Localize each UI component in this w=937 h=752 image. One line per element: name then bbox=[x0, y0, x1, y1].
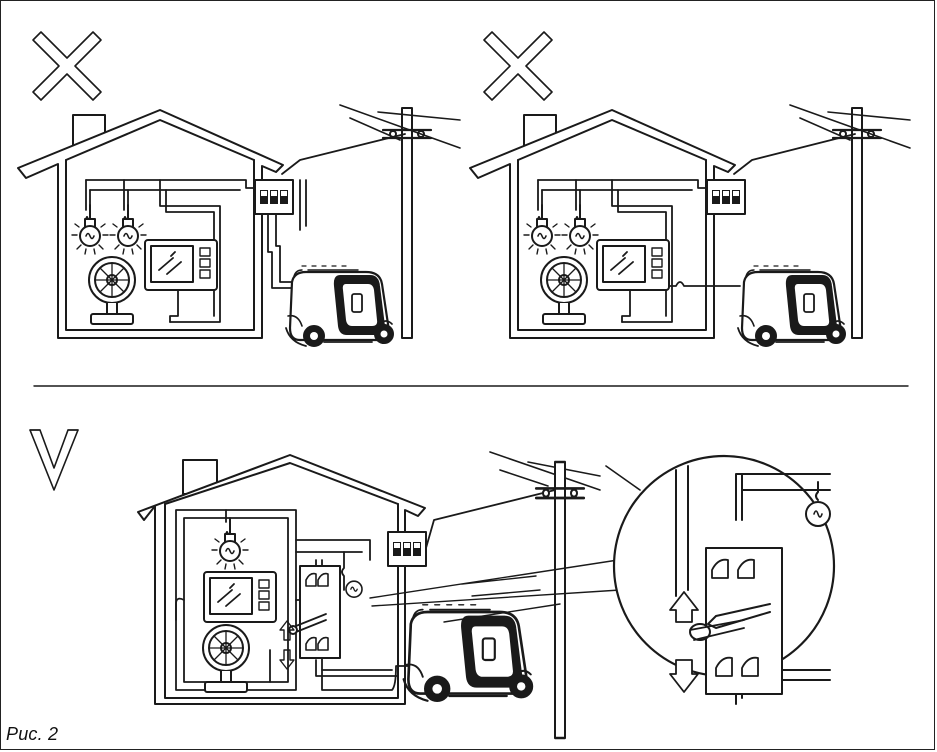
arrow-up-icon bbox=[279, 620, 295, 641]
breaker-panel-icon bbox=[387, 531, 427, 567]
television-icon bbox=[596, 239, 670, 291]
house-outline bbox=[17, 109, 284, 339]
fan-icon bbox=[540, 256, 588, 325]
switch-detail-zoom bbox=[612, 454, 836, 705]
inverter-generator-icon bbox=[736, 264, 847, 348]
arrow-up-icon bbox=[669, 591, 699, 623]
zoom-callout-lines bbox=[369, 559, 621, 623]
check-mark-icon bbox=[29, 429, 79, 491]
panel-incorrect-1 bbox=[17, 31, 461, 348]
generator-feed-line bbox=[267, 179, 307, 289]
utility-pole-icon bbox=[534, 460, 586, 740]
inverter-generator-icon bbox=[284, 264, 395, 348]
utility-pole-icon bbox=[831, 106, 883, 340]
panel-incorrect-2 bbox=[469, 31, 911, 348]
cross-mark-icon bbox=[32, 31, 102, 101]
utility-pole-icon bbox=[381, 106, 433, 340]
panel-correct bbox=[29, 429, 836, 740]
inverter-generator-icon bbox=[402, 603, 534, 703]
transfer-switch-icon bbox=[288, 565, 341, 659]
house-wiring bbox=[85, 179, 256, 323]
arrow-down-icon bbox=[669, 659, 699, 693]
fan-icon bbox=[88, 256, 136, 325]
service-line bbox=[425, 489, 556, 549]
cross-mark-icon bbox=[483, 31, 553, 101]
house-outline bbox=[469, 109, 736, 339]
light-bulb-icon bbox=[345, 580, 363, 599]
service-line bbox=[281, 133, 406, 175]
arrow-down-icon bbox=[279, 649, 295, 670]
figure-caption: Рис. 2 bbox=[6, 724, 59, 744]
television-icon bbox=[203, 571, 277, 623]
television-icon bbox=[144, 239, 218, 291]
generator-cable bbox=[321, 665, 411, 691]
fan-icon bbox=[202, 624, 250, 693]
breaker-panel-icon bbox=[254, 179, 294, 215]
service-line bbox=[733, 133, 856, 175]
house-outline bbox=[137, 454, 426, 705]
breaker-panel-icon bbox=[706, 179, 746, 215]
